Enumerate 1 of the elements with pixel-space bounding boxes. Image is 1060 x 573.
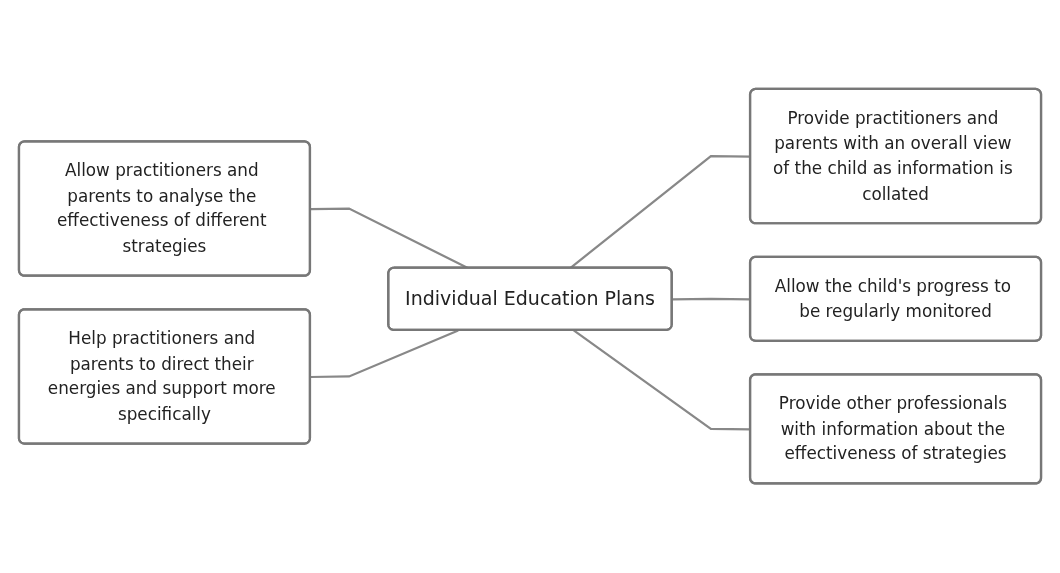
connector	[672, 297, 751, 301]
